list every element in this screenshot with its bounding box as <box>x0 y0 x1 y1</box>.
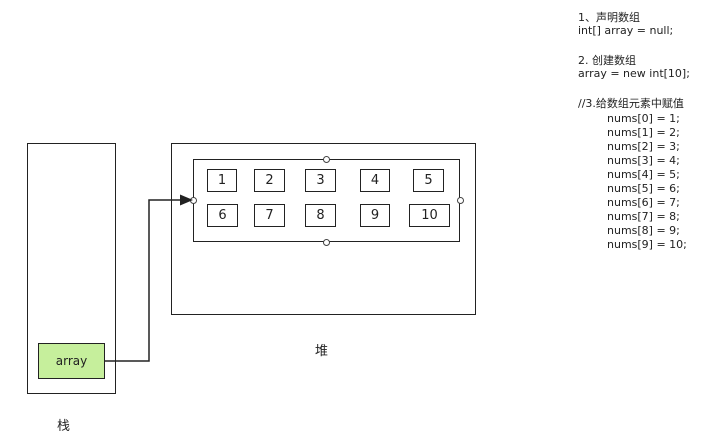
cell-value: 5 <box>424 173 433 188</box>
step3-title: //3.给数组元素中赋值 <box>578 97 684 110</box>
array-variable-label: array <box>55 354 88 368</box>
cell-value: 4 <box>370 173 380 188</box>
assign-line: nums[4] = 5; <box>607 168 680 181</box>
reference-arrow-head <box>180 194 193 206</box>
cell-value: 9 <box>370 208 380 223</box>
array-cell-1: 1 <box>207 169 237 192</box>
assign-line: nums[8] = 9; <box>607 224 680 237</box>
step1-title: 1、声明数组 <box>578 11 640 24</box>
array-cell-5: 5 <box>413 169 444 192</box>
assign-line: nums[5] = 6; <box>607 182 680 195</box>
assign-line: nums[6] = 7; <box>607 196 680 209</box>
array-cell-3: 3 <box>305 169 336 192</box>
selection-handle-bottom <box>323 239 330 246</box>
array-cell-4: 4 <box>360 169 390 192</box>
assign-line: nums[0] = 1; <box>607 112 680 125</box>
reference-arrow-line <box>105 199 181 362</box>
array-variable-box: array <box>38 343 105 379</box>
cell-value: 3 <box>316 173 325 188</box>
array-cell-10: 10 <box>409 204 450 227</box>
stack-frame <box>27 143 116 394</box>
assign-line: nums[9] = 10; <box>607 238 687 251</box>
step2-title: 2. 创建数组 <box>578 54 636 67</box>
assign-line: nums[2] = 3; <box>607 140 680 153</box>
selection-handle-right <box>457 197 464 204</box>
array-cell-6: 6 <box>207 204 238 227</box>
cell-value: 6 <box>218 208 227 223</box>
step1-code: int[] array = null; <box>578 24 674 37</box>
cell-value: 8 <box>316 208 325 223</box>
cell-value: 7 <box>265 208 274 223</box>
step2-code: array = new int[10]; <box>578 67 690 80</box>
array-cell-9: 9 <box>360 204 390 227</box>
array-cell-7: 7 <box>254 204 285 227</box>
heap-frame <box>171 143 476 315</box>
stack-label: 栈 <box>57 419 71 434</box>
heap-label: 堆 <box>315 344 329 359</box>
cell-value: 10 <box>421 208 438 223</box>
cell-value: 1 <box>217 173 227 188</box>
assign-line: nums[3] = 4; <box>607 154 680 167</box>
array-cell-2: 2 <box>254 169 285 192</box>
cell-value: 2 <box>265 173 274 188</box>
assign-line: nums[7] = 8; <box>607 210 680 223</box>
selection-handle-top <box>323 156 330 163</box>
array-cell-8: 8 <box>305 204 336 227</box>
assign-line: nums[1] = 2; <box>607 126 680 139</box>
